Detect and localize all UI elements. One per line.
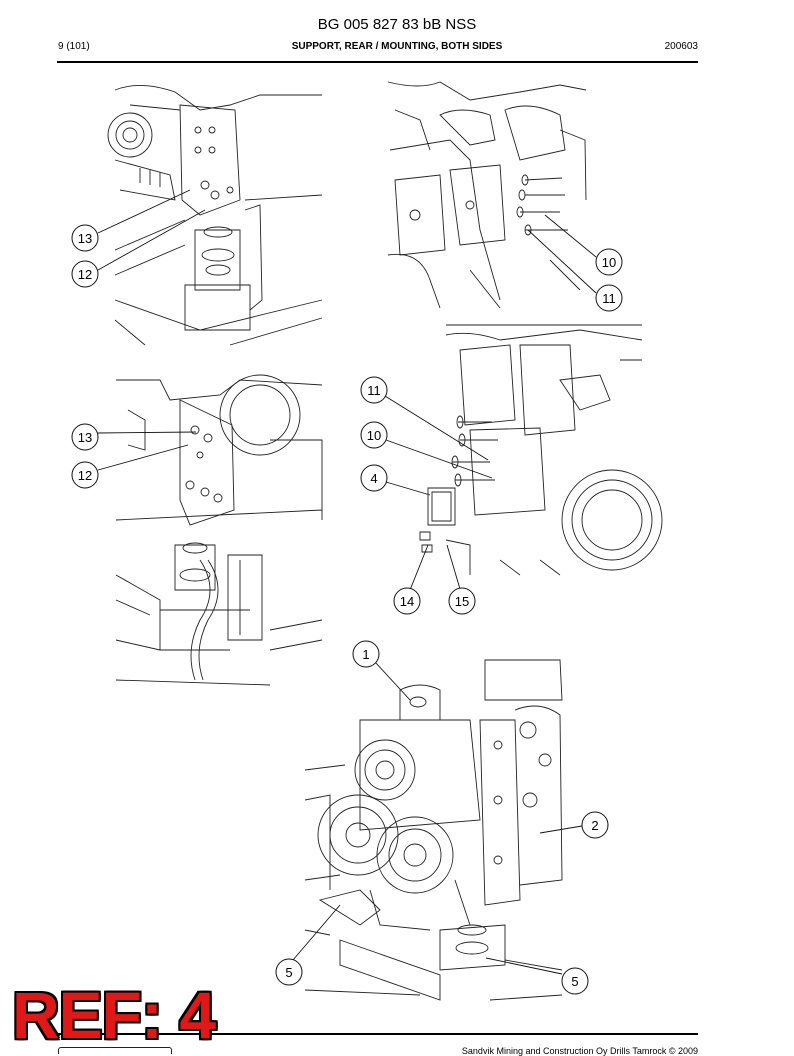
callout-14: 14 xyxy=(400,594,414,609)
ref-stamp: REF: 4 xyxy=(12,978,216,1052)
callout-10-top: 10 xyxy=(602,255,616,270)
document-code: 200603 xyxy=(664,41,698,52)
page-number: 9 (101) xyxy=(58,41,90,52)
view-middle-right xyxy=(419,324,663,576)
callout-11-middle: 11 xyxy=(367,383,381,398)
view-bottom-assembly xyxy=(304,659,563,1001)
view-top-left xyxy=(107,85,323,346)
callout-12-middle: 12 xyxy=(78,468,92,483)
view-top-right xyxy=(387,81,587,309)
header-rule xyxy=(57,61,698,63)
callout-2: 2 xyxy=(591,818,598,833)
callout-10-middle: 10 xyxy=(367,428,381,443)
callout-4: 4 xyxy=(370,471,377,486)
callout-11-top: 11 xyxy=(602,291,616,306)
footer-copyright: Sandvik Mining and Construction Oy Drill… xyxy=(461,1046,698,1056)
callout-circles xyxy=(71,224,623,995)
callout-13-top: 13 xyxy=(78,231,92,246)
leader-lines xyxy=(97,189,597,975)
callout-1: 1 xyxy=(362,647,369,662)
document-subtitle: SUPPORT, REAR / MOUNTING, BOTH SIDES xyxy=(291,41,503,52)
callout-15: 15 xyxy=(455,594,469,609)
callout-5-right: 5 xyxy=(571,974,578,989)
document-title: BG 005 827 83 bB NSS xyxy=(317,16,477,33)
callout-5-left: 5 xyxy=(285,965,292,980)
footer-rule xyxy=(57,1033,698,1035)
callout-13-middle: 13 xyxy=(78,430,92,445)
callout-12-top: 12 xyxy=(78,267,92,282)
sandvik-logo-icon xyxy=(58,1047,172,1054)
view-middle-left xyxy=(115,374,323,686)
